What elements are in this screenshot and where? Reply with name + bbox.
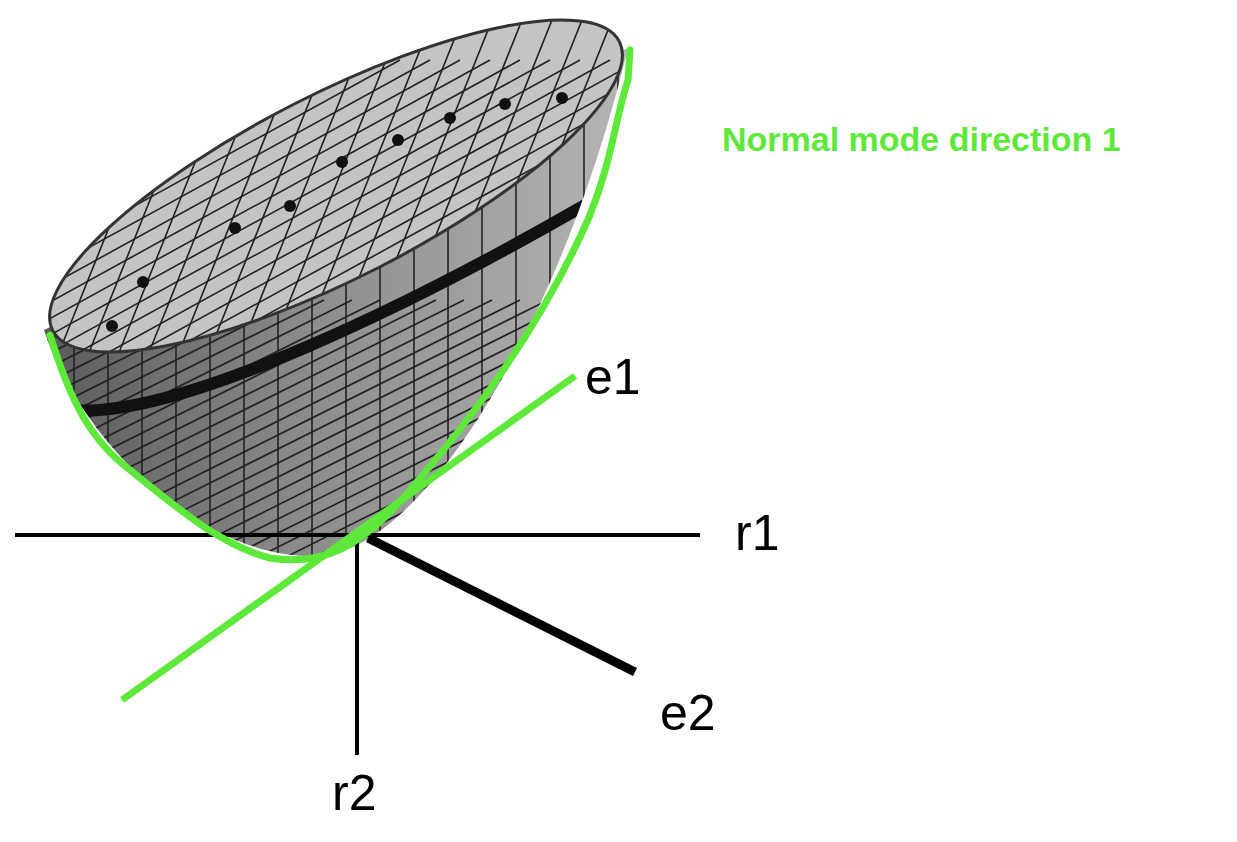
mesh-line bbox=[0, 0, 140, 500]
mesh-line bbox=[630, 0, 830, 500]
e1-axis bbox=[122, 376, 575, 700]
mesh-line bbox=[0, 60, 160, 500]
mesh-line bbox=[0, 60, 490, 500]
mesh-line bbox=[0, 300, 212, 700]
mesh-line bbox=[0, 0, 20, 500]
mesh-line bbox=[120, 0, 320, 500]
axis-label: r1 bbox=[735, 508, 779, 558]
mesh-line bbox=[0, 60, 550, 500]
mesh-line bbox=[590, 60, 1237, 500]
mesh-line bbox=[476, 300, 1237, 700]
mesh-line bbox=[336, 300, 1136, 700]
mesh-line bbox=[28, 300, 828, 700]
mesh-line bbox=[720, 0, 920, 500]
mesh-line bbox=[470, 60, 1237, 500]
mesh-line bbox=[0, 300, 296, 700]
mesh-line bbox=[308, 300, 1108, 700]
mesh-line bbox=[300, 0, 500, 500]
mesh-line bbox=[0, 300, 660, 700]
mesh-line bbox=[420, 0, 620, 500]
mesh-line bbox=[350, 60, 1150, 500]
mesh-line bbox=[364, 300, 1164, 700]
axis-label: e1 bbox=[585, 352, 641, 402]
mesh-line bbox=[420, 300, 1220, 700]
mesh-line bbox=[0, 300, 156, 700]
mesh-line bbox=[90, 0, 290, 500]
mesh-line bbox=[0, 300, 268, 700]
mesh-line bbox=[209, 0, 211, 700]
mesh-line bbox=[224, 300, 1024, 700]
mesh-line bbox=[0, 60, 100, 500]
annotation-label: Normal mode direction 1 bbox=[722, 122, 1121, 156]
mesh-line bbox=[0, 60, 370, 500]
mesh-line bbox=[0, 60, 340, 500]
mesh-line bbox=[0, 0, 50, 500]
mesh-line bbox=[0, 0, 110, 500]
mesh-line bbox=[588, 300, 1237, 700]
mesh-line bbox=[450, 0, 650, 500]
mesh-line bbox=[504, 300, 1237, 700]
mesh-line bbox=[84, 300, 884, 700]
normal-mode-curve bbox=[50, 50, 630, 560]
bowl-top bbox=[11, 0, 661, 412]
mesh-line bbox=[651, 0, 653, 700]
mesh-line bbox=[500, 60, 1237, 500]
mesh-line bbox=[570, 0, 770, 500]
mesh-line bbox=[0, 60, 760, 500]
dark-band bbox=[70, 205, 585, 411]
mesh-line bbox=[180, 0, 380, 500]
mesh-line bbox=[252, 300, 1052, 700]
mesh-line bbox=[620, 60, 1237, 500]
mesh-line bbox=[410, 60, 1210, 500]
mesh-line bbox=[650, 60, 1237, 500]
mesh-line bbox=[780, 0, 980, 500]
e2-axis bbox=[368, 538, 635, 672]
axis-label: e2 bbox=[660, 688, 716, 738]
mesh-line bbox=[560, 300, 1237, 700]
mesh-line bbox=[680, 60, 1237, 500]
mesh-line bbox=[380, 60, 1180, 500]
axis-label: r2 bbox=[332, 768, 376, 818]
mesh-line bbox=[0, 60, 250, 500]
mesh-line bbox=[277, 0, 279, 700]
mesh-line bbox=[690, 0, 890, 500]
mesh-line bbox=[530, 60, 1237, 500]
mesh-line bbox=[0, 60, 130, 500]
mesh-line bbox=[175, 0, 177, 700]
mesh-line bbox=[243, 0, 245, 700]
mesh-line bbox=[196, 300, 996, 700]
mesh-line bbox=[390, 0, 590, 500]
mesh-line bbox=[0, 0, 200, 500]
mesh-line bbox=[30, 0, 230, 500]
mesh-line bbox=[0, 300, 100, 700]
mesh-line bbox=[150, 0, 350, 500]
mesh-line bbox=[510, 0, 710, 500]
mesh-line bbox=[0, 60, 460, 500]
mesh-line bbox=[270, 0, 470, 500]
surface-mesh bbox=[0, 0, 1237, 700]
bowl-rim bbox=[11, 0, 661, 412]
mesh-line bbox=[0, 60, 310, 500]
mesh-line bbox=[210, 0, 410, 500]
r2-axis bbox=[355, 535, 359, 755]
mesh-line bbox=[0, 300, 772, 700]
surface-dots bbox=[106, 92, 568, 332]
mesh-line bbox=[73, 0, 75, 700]
mesh-line bbox=[660, 0, 860, 500]
mesh-line bbox=[39, 0, 41, 700]
mesh-line bbox=[0, 60, 220, 500]
mesh-line bbox=[0, 60, 730, 500]
mesh-line bbox=[0, 60, 790, 500]
mesh-line bbox=[532, 300, 1237, 700]
mesh-line bbox=[560, 60, 1237, 500]
mesh-line bbox=[0, 300, 800, 700]
mesh-line bbox=[750, 0, 950, 500]
mesh-line bbox=[0, 0, 80, 500]
